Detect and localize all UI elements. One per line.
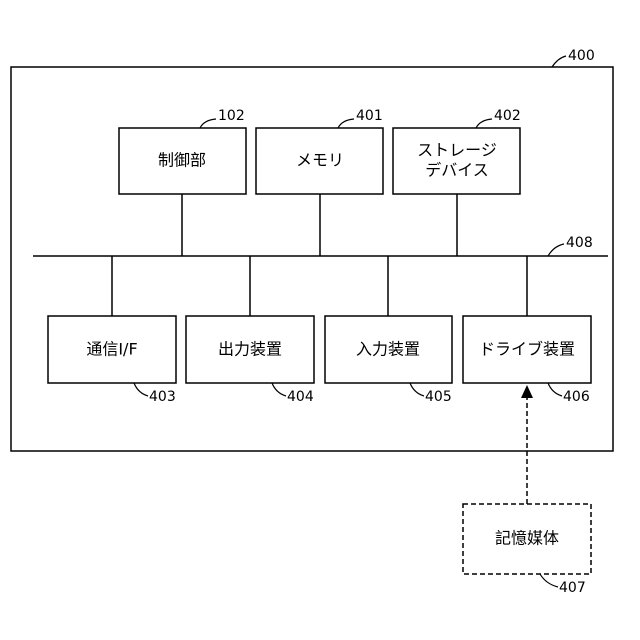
input-device-label: 入力装置 (356, 340, 420, 359)
frame-ref-leader (552, 56, 566, 67)
drive-device-ref: 406 (563, 389, 590, 405)
input-device-ref: 405 (425, 389, 452, 405)
comm-if-ref: 403 (149, 389, 176, 405)
frame-ref: 400 (568, 48, 595, 64)
storage-media-label: 記憶媒体 (495, 529, 559, 548)
memory-ref: 401 (356, 108, 383, 124)
drive-device-label: ドライブ装置 (479, 340, 575, 359)
bus-ref: 408 (566, 235, 593, 251)
storage-device-label-line2: デバイス (425, 161, 489, 180)
comm-if-label: 通信I/F (86, 340, 137, 359)
output-device-label: 出力装置 (218, 340, 282, 359)
control-unit-ref: 102 (218, 108, 245, 124)
memory-label: メモリ (296, 151, 344, 170)
storage-media-ref: 407 (559, 580, 586, 596)
storage-device-label-line1: ストレージ (417, 141, 497, 160)
control-unit-label: 制御部 (158, 151, 206, 170)
storage-media-ref-leader (540, 574, 558, 587)
storage-device-ref: 402 (494, 108, 521, 124)
output-device-ref: 404 (287, 389, 314, 405)
